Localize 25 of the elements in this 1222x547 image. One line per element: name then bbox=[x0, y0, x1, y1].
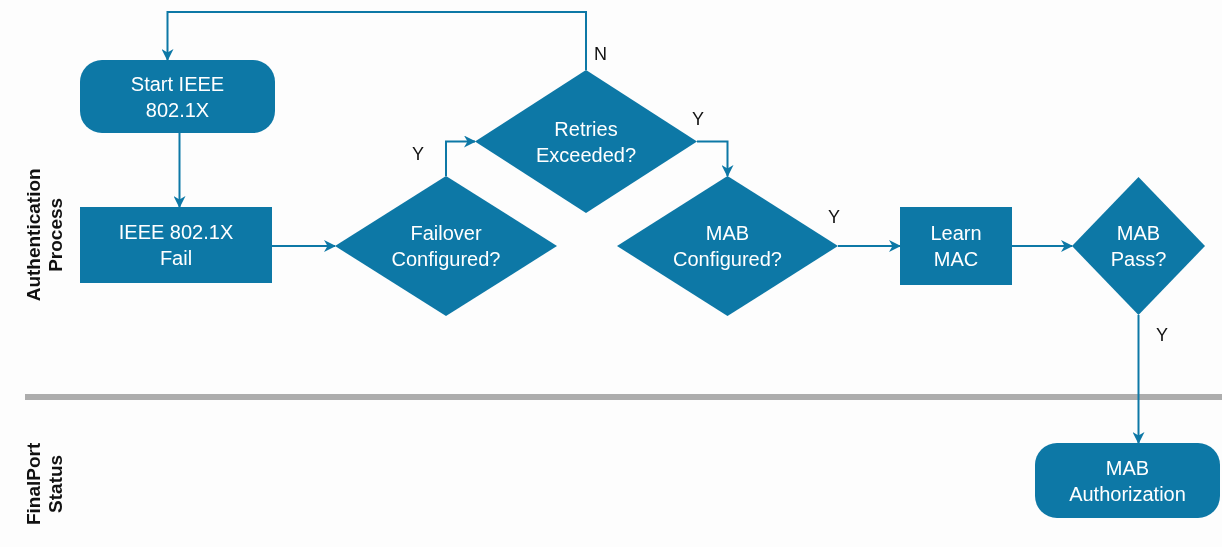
node-label: Learn MAC bbox=[929, 221, 983, 272]
node-label: Retries Exceeded? bbox=[534, 116, 638, 168]
node-label: Start IEEE 802.1X bbox=[129, 71, 226, 123]
arrow bbox=[696, 140, 734, 177]
terminal-box bbox=[80, 60, 275, 133]
arrow bbox=[1011, 240, 1073, 252]
node-label: MAB Authorization bbox=[1068, 455, 1187, 507]
node-label: MAB Configured? bbox=[672, 221, 783, 272]
node-label: MAB Pass? bbox=[1109, 221, 1168, 272]
node-label: Failover Configured? bbox=[390, 221, 502, 272]
arrow bbox=[173, 132, 186, 208]
terminal-box bbox=[1035, 443, 1220, 518]
node-label: IEEE 802.1X Fail bbox=[117, 220, 235, 271]
decision-diamond bbox=[1072, 177, 1205, 315]
arrow bbox=[271, 240, 336, 252]
arrow bbox=[161, 11, 587, 71]
arrow bbox=[445, 135, 476, 177]
lane-label: FinalPort Status bbox=[23, 441, 67, 527]
process-box bbox=[900, 207, 1012, 285]
process-box bbox=[80, 207, 272, 283]
arrow bbox=[837, 240, 901, 252]
decision-diamond bbox=[617, 176, 838, 316]
arrow bbox=[1132, 314, 1145, 444]
decision-diamond bbox=[335, 176, 557, 316]
lane-label: Authentication Process bbox=[23, 167, 67, 304]
